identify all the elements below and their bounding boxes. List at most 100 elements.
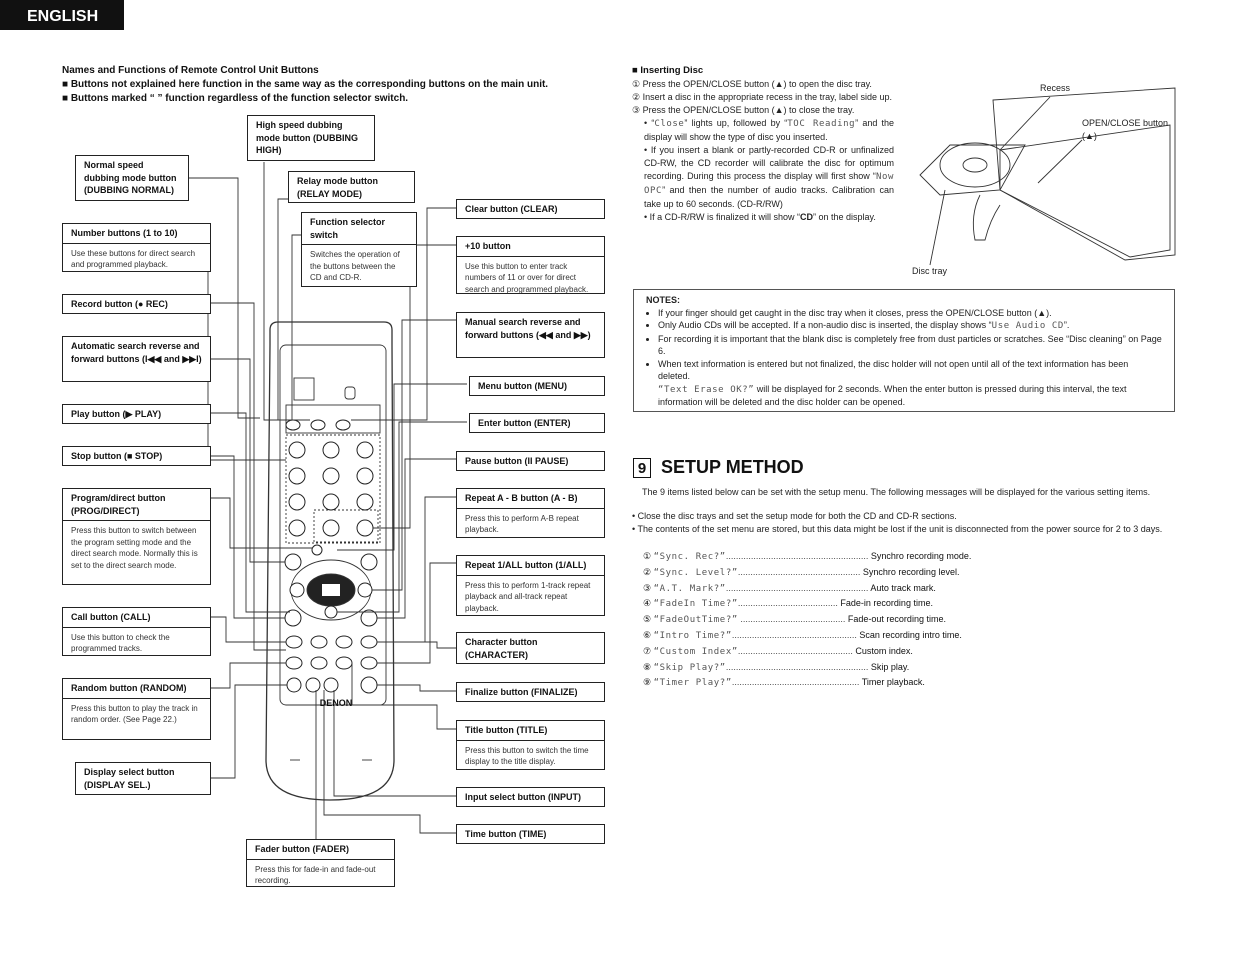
setup-item: ⑤ “FadeOutTime?” .......................… [643, 614, 946, 626]
notes-title: NOTES: [646, 295, 681, 305]
callout-desc: Use these buttons for direct search and … [63, 242, 210, 275]
callout-label: Repeat A - B button (A - B) [465, 493, 578, 503]
callout-time-button: Time button (TIME) [456, 824, 605, 844]
figure-label-recess: Recess [1040, 83, 1071, 93]
callout-fader-button: Fader button (FADER)Press this for fade-… [246, 839, 395, 887]
callout-display-select: Display select button (DISPLAY SEL.) [75, 762, 211, 795]
setup-item: ① “Sync. Rec?”..........................… [643, 551, 972, 562]
note-bullet-2: ■ Buttons marked “ ” function regardless… [62, 93, 409, 104]
setup-item: ⑦ “Custom Index”........................… [643, 645, 913, 657]
callout-label: Pause button (II PAUSE) [465, 456, 569, 466]
callout-character-button: Character button (CHARACTER) [456, 632, 605, 664]
callout-label: Manual search reverse and forward button… [465, 317, 591, 340]
callout-label: Time button (TIME) [465, 829, 547, 839]
callout-repeat-1all: Repeat 1/ALL button (1/ALL) Press this to… [456, 555, 605, 616]
callout-label: Fader button (FADER) [255, 844, 349, 854]
callout-label: Relay mode button (RELAY MODE) [297, 176, 379, 199]
callout-random-button: Random button (RANDOM)Press this button … [62, 678, 211, 740]
callout-label: Title button (TITLE) [465, 725, 548, 735]
sub-bullet-2: • If you insert a blank or partly-record… [644, 145, 894, 209]
sub-bullet-1: • “Close” lights up, followed by “TOC Re… [644, 118, 895, 142]
step-1: ① Press the OPEN/CLOSE button (▲) to ope… [632, 79, 872, 89]
callout-label: Play button (▶ PLAY) [71, 409, 162, 419]
notes-box: NOTES: If your finger should get caught … [633, 289, 1175, 412]
callout-menu-button: Menu button (MENU) [469, 376, 605, 396]
callout-label: Program/direct button (PROG/DIRECT) [71, 493, 166, 516]
callout-desc: Press this button to switch between the … [63, 520, 210, 575]
callout-label: Stop button (■ STOP) [71, 451, 163, 461]
language-tab: ENGLISH [0, 0, 124, 30]
callout-desc: Press this to perform A-B repeat playbac… [457, 507, 604, 540]
note-item: If your finger should get caught in the … [658, 307, 1162, 320]
callout-finalize-button: Finalize button (FINALIZE) [456, 682, 605, 702]
section-number: 9 [633, 458, 651, 478]
callout-desc: Use this button to enter track numbers o… [457, 255, 604, 300]
section-heading: Names and Functions of Remote Control Un… [62, 65, 319, 76]
callout-number-buttons: Number buttons (1 to 10) Use these button… [62, 223, 211, 272]
note-bullet-1: ■ Buttons not explained here function in… [62, 79, 549, 90]
callout-program-direct: Program/direct button (PROG/DIRECT) Press… [62, 488, 211, 585]
callout-relay-mode: Relay mode button (RELAY MODE) [288, 171, 415, 203]
setup-items-list: ① “Sync. Rec?”..........................… [643, 549, 1023, 691]
setup-bullet-1: • Close the disc trays and set the setup… [632, 511, 957, 521]
setup-item: ⑥ “Intro Time?”.........................… [643, 629, 962, 641]
setup-intro: The 9 items listed below can be set with… [642, 487, 1151, 497]
callout-label: Record button (● REC) [71, 299, 168, 309]
step-3: ③ Press the OPEN/CLOSE button (▲) to clo… [632, 105, 855, 115]
callout-desc: Press this for fade-in and fade-out reco… [247, 858, 394, 891]
inserting-disc-title: ■ Inserting Disc [632, 65, 704, 76]
callout-record-button: Record button (● REC) [62, 294, 211, 314]
callout-label: Normal speed dubbing mode button (DUBBIN… [84, 160, 177, 195]
callout-label: Repeat 1/ALL button (1/ALL) [465, 560, 587, 570]
callout-manual-search: Manual search reverse and forward button… [456, 312, 605, 358]
setup-item: ⑧ “Skip Play?”..........................… [643, 661, 910, 673]
callout-label: Clear button (CLEAR) [465, 204, 558, 214]
callout-label: Input select button (INPUT) [465, 792, 581, 802]
setup-item: ⑨ “Timer Play?”.........................… [643, 677, 925, 689]
note-item: Only Audio CDs will be accepted. If a no… [658, 319, 1162, 333]
note-item: For recording it is important that the b… [658, 333, 1162, 358]
note-item: When text information is entered but not… [658, 358, 1162, 409]
callout-repeat-ab: Repeat A - B button (A - B) Press this to… [456, 488, 605, 538]
callout-label: Call button (CALL) [71, 612, 151, 622]
callout-label: Random button (RANDOM) [71, 683, 187, 693]
callout-normal-speed-dubbing: Normal speed dubbing mode button (DUBBIN… [75, 155, 189, 201]
callout-label: Finalize button (FINALIZE) [465, 687, 578, 697]
callout-label: Display select button (DISPLAY SEL.) [84, 767, 175, 790]
sub-bullet-3: • If a CD-R/RW is finalized it will show… [644, 212, 876, 222]
section-title: SETUP METHOD [661, 457, 804, 477]
callout-title-button: Title button (TITLE)Press this button to… [456, 720, 605, 770]
callout-label: Menu button (MENU) [478, 381, 567, 391]
callout-clear-button: Clear button (CLEAR) [456, 199, 605, 219]
figure-label-open-close: OPEN/CLOSE button (▲) [1082, 118, 1169, 141]
callout-input-select: Input select button (INPUT) [456, 787, 605, 807]
callout-label: Function selector switch [310, 217, 386, 240]
step-2: ② Insert a disc in the appropriate reces… [632, 92, 893, 102]
callout-auto-search: Automatic search reverse and forward but… [62, 336, 211, 382]
callout-call-button: Call button (CALL) Use this button to che… [62, 607, 211, 656]
figure-label-disc-tray: Disc tray [912, 266, 948, 276]
callout-label: High speed dubbing mode button (DUBBING … [256, 120, 358, 155]
callout-label: +10 button [465, 241, 511, 251]
inserting-steps: ① Press the OPEN/CLOSE button (▲) to ope… [632, 78, 894, 224]
callout-label: Automatic search reverse and forward but… [71, 341, 202, 364]
callout-label: Enter button (ENTER) [478, 418, 571, 428]
callout-label: Character button (CHARACTER) [465, 637, 538, 660]
setup-item: ④ “FadeIn Time?”........................… [643, 598, 933, 610]
callout-desc: Use this button to check the programmed … [63, 626, 210, 659]
setup-bullet-2: • The contents of the set menu are store… [632, 524, 1163, 534]
callout-label: Number buttons (1 to 10) [71, 228, 178, 238]
callout-desc: Press this to perform 1-track repeat pla… [457, 574, 604, 619]
callout-pause-button: Pause button (II PAUSE) [456, 451, 605, 471]
setup-item: ③ “A.T. Mark?”..........................… [643, 582, 936, 594]
callout-high-speed-dubbing: High speed dubbing mode button (DUBBING … [247, 115, 375, 161]
callout-enter-button: Enter button (ENTER) [469, 413, 605, 433]
callout-play-button: Play button (▶ PLAY) [62, 404, 211, 424]
setup-item: ② “Sync. Level?”........................… [643, 566, 960, 578]
remote-brand: DENON [320, 698, 353, 708]
callout-desc: Switches the operation of the buttons be… [302, 244, 416, 288]
callout-stop-button: Stop button (■ STOP) [62, 446, 211, 466]
